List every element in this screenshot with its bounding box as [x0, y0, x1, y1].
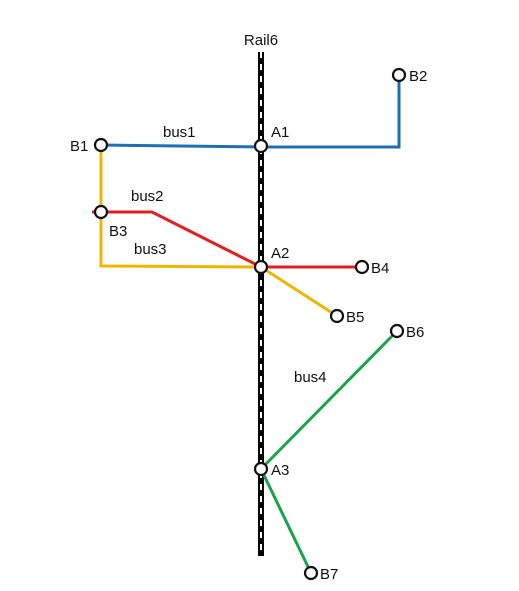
bus4-label: bus4: [294, 369, 327, 386]
bus3-label: bus3: [134, 241, 167, 258]
bus1-route: [100, 75, 401, 149]
station-b5-label: B5: [346, 309, 364, 326]
bus3-route: [99, 145, 338, 318]
bus2-route: [92, 210, 362, 269]
station-b7-node: [303, 565, 319, 581]
station-b2-label: B2: [409, 68, 427, 85]
station-b3-node: [93, 204, 109, 220]
station-a2-label: A2: [271, 245, 289, 262]
station-b4-label: B4: [371, 260, 389, 277]
station-b1-label: B1: [70, 138, 88, 155]
bus1-label: bus1: [163, 124, 196, 141]
station-b6-node: [389, 323, 405, 339]
station-b1-node: [93, 137, 109, 153]
bus4-route: [259, 329, 399, 574]
station-a3-label: A3: [271, 462, 289, 479]
station-a3-node: [253, 461, 269, 477]
station-a1-node: [253, 138, 269, 154]
station-b5-node: [329, 308, 345, 324]
station-b3-label: B3: [109, 223, 127, 240]
station-b2-node: [391, 67, 407, 83]
station-b7-label: B7: [320, 566, 338, 583]
station-b6-label: B6: [406, 324, 424, 341]
rail-label: Rail6: [244, 32, 278, 49]
station-b4-node: [354, 259, 370, 275]
station-a1-label: A1: [271, 124, 289, 141]
station-a2-node: [253, 259, 269, 275]
bus2-label: bus2: [131, 188, 164, 205]
